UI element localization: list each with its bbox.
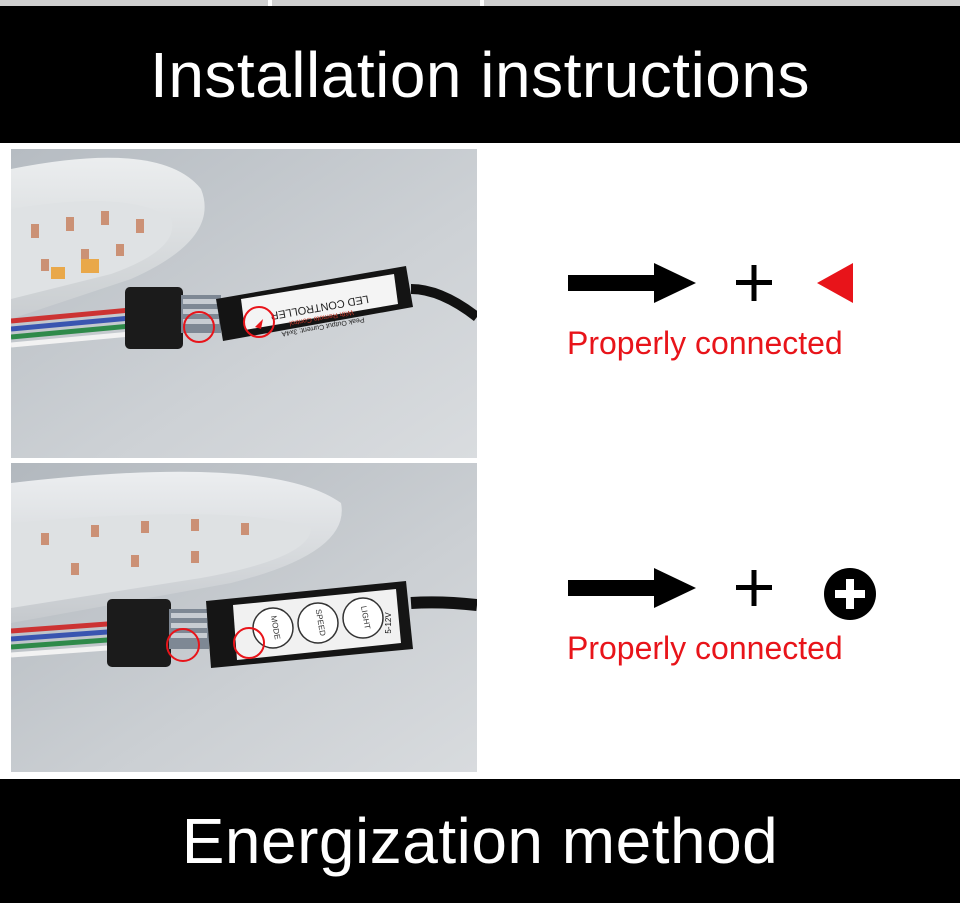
plus-icon — [736, 265, 772, 301]
highlight-circle — [233, 627, 265, 659]
arrow-right-icon — [568, 568, 696, 608]
strip-divider — [480, 0, 484, 6]
photo-controller-with-remote: LED CONTROLLER With Remote Control Peak … — [11, 149, 477, 458]
page-title: Installation instructions — [150, 38, 810, 111]
button-mode-label: MODE — [269, 615, 282, 640]
caption-properly-connected: Properly connected — [567, 325, 843, 361]
plus-icon — [736, 570, 772, 606]
button-light-label: LIGHT — [359, 605, 372, 630]
instruction-row-2: Properly connected — [560, 560, 890, 666]
symbol-row — [560, 255, 890, 315]
photo-controller-three-button: MODE SPEED LIGHT 5-12V — [11, 463, 477, 772]
voltage-label: 5-12V — [384, 612, 393, 634]
caption-properly-connected: Properly connected — [567, 630, 843, 666]
highlight-circle — [243, 306, 275, 338]
highlight-circle — [166, 628, 200, 662]
circle-plus-icon — [824, 568, 876, 620]
strip-divider — [268, 0, 272, 6]
section-title: Energization method — [181, 805, 779, 877]
photo-scene: MODE SPEED LIGHT 5-12V — [11, 463, 477, 772]
top-strip — [0, 0, 960, 6]
highlight-circle — [183, 311, 215, 343]
arrow-right-icon — [568, 263, 696, 303]
header-band: Installation instructions — [0, 6, 960, 143]
footer-band: Energization method — [0, 779, 960, 903]
photo-scene: LED CONTROLLER With Remote Control Peak … — [11, 149, 477, 458]
symbol-row — [560, 560, 890, 620]
instruction-row-1: Properly connected — [560, 255, 890, 361]
triangle-left-icon — [817, 263, 853, 303]
